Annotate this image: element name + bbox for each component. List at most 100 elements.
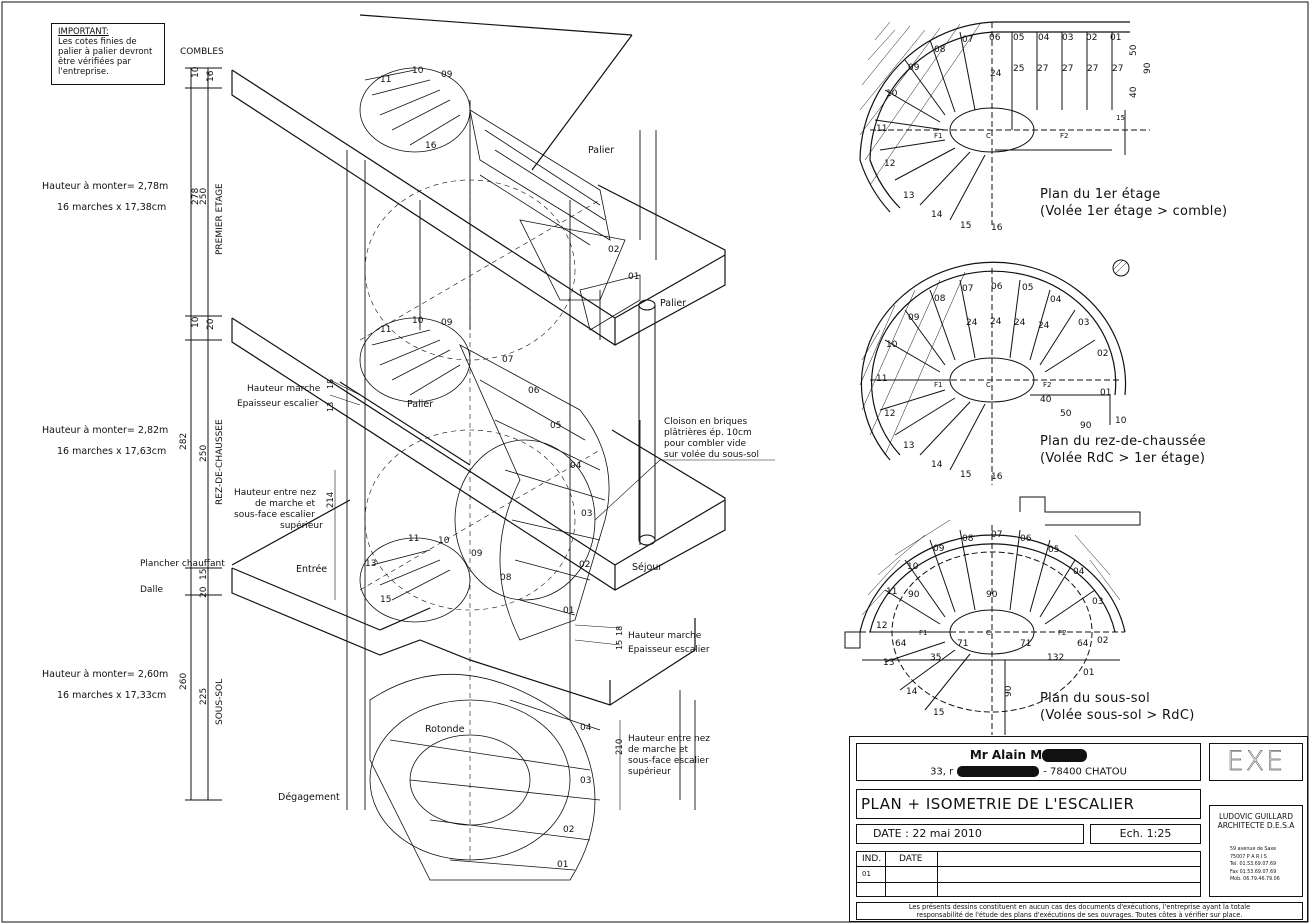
level-premier: PREMIER ETAGE: [215, 183, 225, 255]
plan-title: Plan du 1er étage (Volée 1er étage > com…: [1040, 186, 1227, 220]
label-nez: sous-face escalier: [234, 510, 315, 520]
slab-upper: [231, 14, 726, 346]
dim-13: 13: [326, 402, 335, 412]
step-num: 11: [380, 325, 391, 335]
step-num: 08: [962, 534, 974, 544]
dim: 24: [966, 318, 978, 328]
step-num: 04: [570, 461, 582, 471]
step-num: 09: [908, 63, 920, 73]
dim: F2: [1058, 629, 1066, 637]
step-num: 12: [884, 409, 895, 419]
important-heading: IMPORTANT:: [58, 27, 109, 37]
architect-title: ARCHITECTE D.E.S.A: [1217, 821, 1295, 830]
drawing-date: DATE : 22 mai 2010: [856, 824, 1084, 844]
step-num: 06: [989, 33, 1001, 43]
disclaimer-line: responsabilité de l'étude des plans d'ex…: [916, 911, 1243, 919]
label-cloison: Cloison en briques: [664, 417, 748, 427]
dim-text: 20: [206, 318, 216, 330]
slab-lower: [231, 567, 696, 706]
step-num: 13: [883, 658, 894, 668]
redaction: [957, 766, 1040, 777]
label-nez: Hauteur entre nez: [628, 734, 710, 744]
dim-18: 18: [326, 379, 335, 389]
label-epaisseur: Epaisseur escalier: [628, 645, 710, 655]
label-hauteur-marche: Hauteur marche: [628, 631, 702, 641]
dim-18: 18: [615, 626, 624, 636]
step-num: 06: [528, 386, 540, 396]
plan3-numbers: 01 02 03 04 05 06 07 08 09 10 11 12 13 1…: [876, 530, 1108, 718]
step-num: 16: [425, 141, 437, 151]
dim: 90: [1143, 62, 1153, 74]
step-num: 10: [412, 66, 424, 76]
step-num: 02: [579, 560, 590, 570]
plan1-numbers: 01 02 03 04 05 06 07 08 09 10 11 12 13 1…: [876, 33, 1153, 233]
rev-ind-header: IND.: [862, 854, 882, 864]
dim-text: 10: [191, 316, 201, 328]
step-num: 07: [991, 530, 1002, 540]
dim: 50: [1060, 409, 1072, 419]
client-address-prefix: 33, r: [930, 766, 954, 778]
step-num: 03: [580, 776, 591, 786]
dim: 24: [990, 69, 1002, 79]
step-num: 16: [991, 472, 1003, 482]
label-nez: de marche et: [628, 745, 688, 755]
step-num: 15: [933, 708, 944, 718]
dim: 64: [895, 639, 907, 649]
dim: 15: [1116, 114, 1125, 122]
flight-marches: 16 marches x 17,38cm: [57, 202, 166, 213]
step-num: 13: [903, 441, 914, 451]
step-num: 05: [550, 421, 561, 431]
label-degagement: Dégagement: [278, 792, 340, 803]
dim-text: 250: [199, 188, 209, 205]
step-num: 14: [906, 687, 918, 697]
spiral-flight-middle: [359, 317, 610, 641]
step-num: 07: [962, 284, 973, 294]
plan-title-sub: (Volée 1er étage > comble): [1040, 204, 1228, 219]
step-num: 10: [886, 340, 898, 350]
step-num: 03: [581, 509, 592, 519]
step-num: 05: [1048, 545, 1059, 555]
dim: 40: [1129, 86, 1139, 98]
client-box: Mr Alain M 33, r- 78400 CHATOU: [856, 743, 1201, 781]
label-nez: supérieur: [280, 520, 323, 531]
dim: 27: [1037, 64, 1048, 74]
step-num: 10: [886, 89, 898, 99]
architect-line: Fax 01.53.69.07.69: [1230, 869, 1277, 875]
dim: 35: [930, 653, 941, 663]
label-nez: Hauteur entre nez: [234, 488, 316, 498]
drawing-scale: Ech. 1:25: [1090, 824, 1201, 844]
dim: 71: [1020, 639, 1031, 649]
dim: 90: [1004, 685, 1014, 697]
plan-title: Plan du sous-sol (Volée sous-sol > RdC): [1040, 690, 1195, 724]
disclaimer-line: Les présents dessins constituent en aucu…: [908, 903, 1251, 911]
label-sejour: Séjour: [632, 562, 662, 573]
label-entree: Entrée: [296, 564, 327, 575]
dim-text: 10: [191, 66, 201, 78]
rev-ind-value: 01: [862, 870, 871, 878]
flight-hauteur: Hauteur à monter= 2,78m: [42, 181, 168, 192]
step-num: 04: [1073, 567, 1085, 577]
label-palier: Palier: [588, 145, 614, 156]
level-combles: COMBLES: [180, 47, 224, 57]
step-num: 02: [1097, 349, 1108, 359]
label-cloison: plâtrières ép. 10cm: [664, 427, 752, 438]
step-num: 11: [886, 587, 897, 597]
dim: 24: [1038, 321, 1050, 331]
step-num: 08: [934, 45, 946, 55]
step-num: 03: [1092, 597, 1103, 607]
dim-text: 16: [206, 70, 216, 82]
step-num: 01: [563, 606, 574, 616]
step-num: 11: [876, 374, 887, 384]
dim: C: [986, 132, 991, 140]
spiral-flight-upper: [359, 67, 641, 331]
step-num: 11: [408, 534, 419, 544]
dim: 27: [1112, 64, 1123, 74]
important-line: être vérifiées par: [58, 57, 131, 67]
dim-214: 214: [326, 492, 336, 508]
iso-labels: Palier Palier Palier Entrée Séjour Roton…: [140, 145, 759, 803]
step-num: 09: [908, 313, 920, 323]
dim-text: 225: [199, 688, 209, 705]
step-num: 15: [380, 595, 391, 605]
slab-middle: [231, 317, 726, 591]
